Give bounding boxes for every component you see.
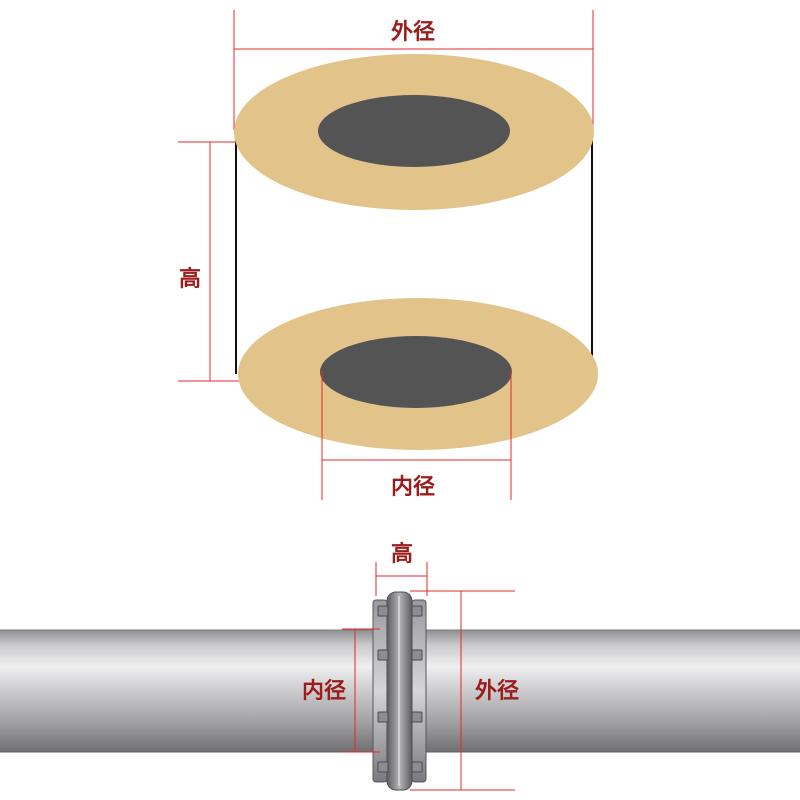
bolt [377,711,389,723]
flange [372,591,427,791]
bottom-outer-diameter-dimension [410,590,515,791]
bottom-height-label: 高 [391,541,413,567]
bottom-pipe-diagram: 高 内径 外径 [0,541,800,791]
top-inner-diameter-dimension [321,370,512,500]
top-ring-hole [318,95,510,167]
top-gasket-diagram: 外径 高 内径 [178,10,598,500]
top-outer-diameter-label: 外径 [391,19,435,45]
bolt [411,761,423,773]
cylinder-side-lines [235,134,593,374]
bolt [411,605,423,617]
bolt [411,649,423,661]
top-height-dimension [178,141,240,382]
bolt [377,649,389,661]
top-height-label: 高 [179,266,201,292]
bolt [411,711,423,723]
flange-bolts [377,605,423,773]
bottom-ring [238,298,598,450]
top-inner-diameter-label: 内径 [391,474,435,500]
top-outer-diameter-dimension [233,10,594,130]
bolt [377,605,389,617]
bottom-inner-diameter-dimension [342,628,380,753]
bottom-ring-hole [320,336,512,408]
bottom-outer-diameter-label: 外径 [475,678,519,704]
bottom-height-dimension [375,562,428,596]
bolt [377,761,389,773]
top-ring [234,54,594,210]
bottom-inner-diameter-label: 内径 [302,678,346,704]
